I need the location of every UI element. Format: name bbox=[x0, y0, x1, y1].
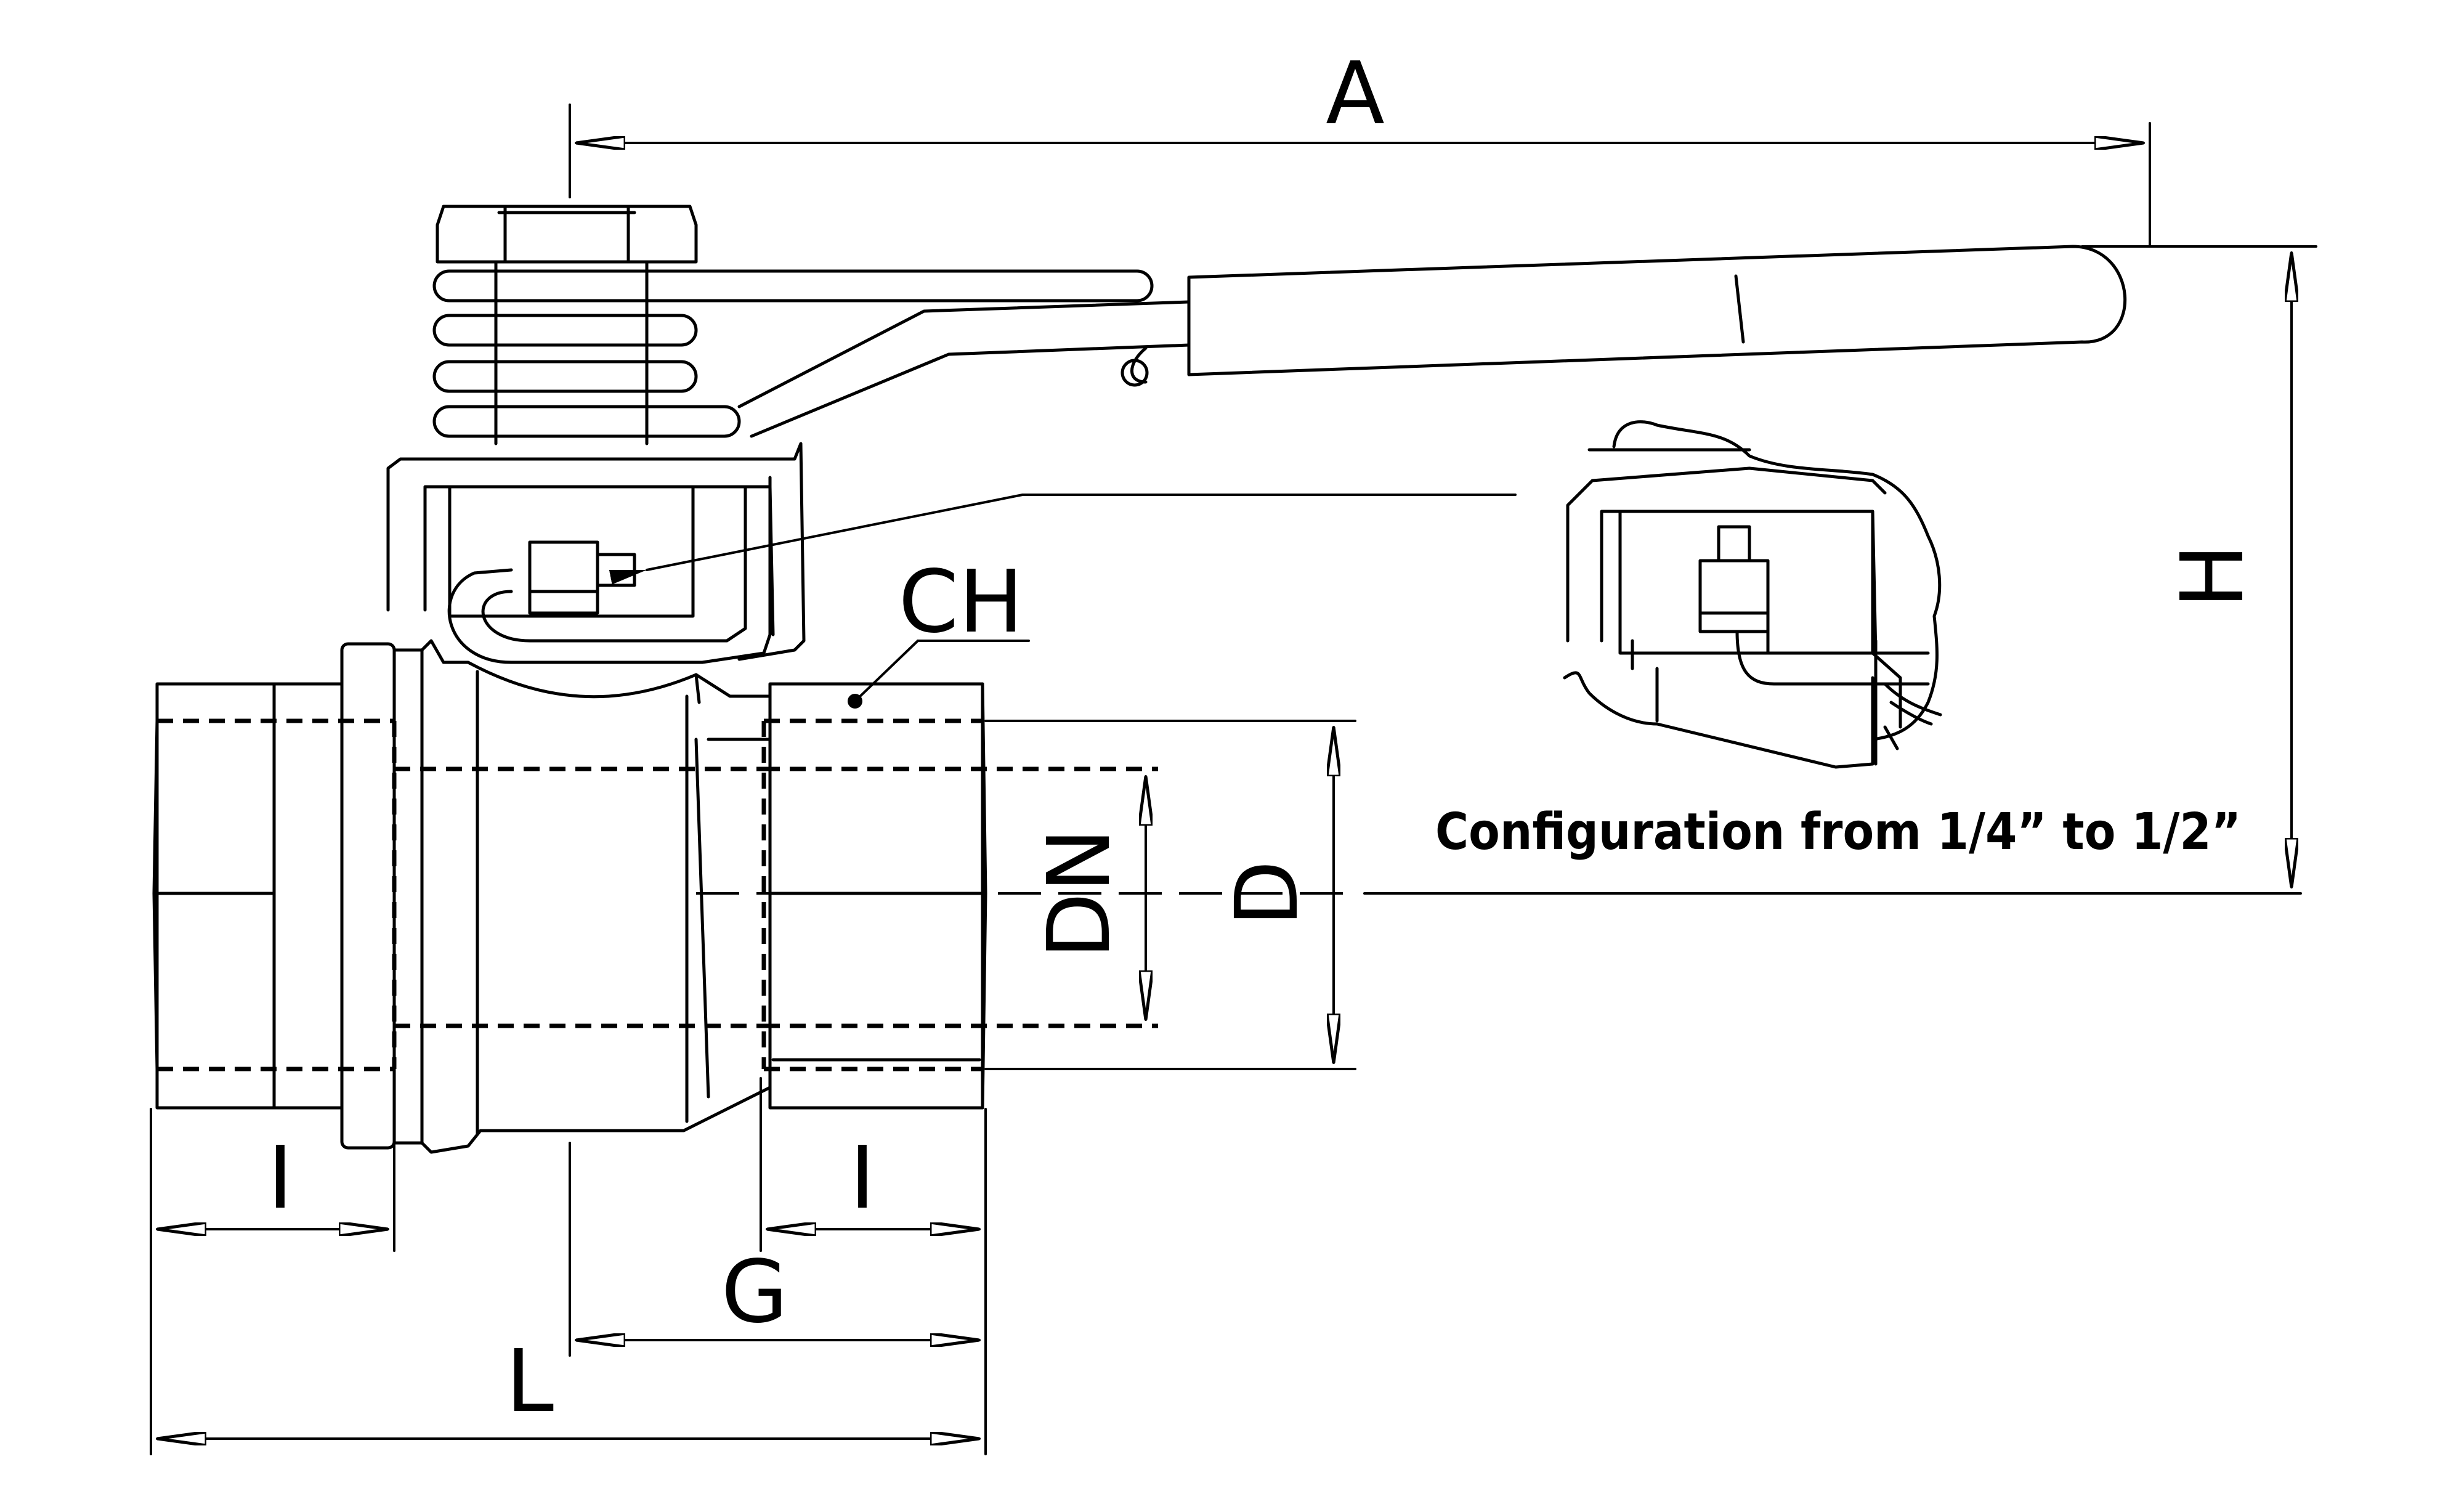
dimension-L: L bbox=[156, 1331, 981, 1439]
dim-label-H: H bbox=[2163, 543, 2263, 608]
dimension-A: A bbox=[569, 44, 2151, 248]
valve-body bbox=[152, 639, 987, 1154]
dim-label-I-right: I bbox=[849, 1128, 875, 1229]
dimension-CH: CH bbox=[854, 552, 1030, 702]
dim-label-A: A bbox=[1326, 44, 1385, 144]
dimension-I-left: I bbox=[150, 1077, 395, 1455]
configuration-note: Configuration from 1/4” to 1/2” bbox=[1435, 803, 2241, 861]
dimension-DN: DN bbox=[1029, 775, 1146, 1021]
dim-label-G: G bbox=[721, 1242, 788, 1343]
dimension-I-right: I bbox=[760, 1077, 987, 1455]
dim-label-DN: DN bbox=[1029, 828, 1130, 959]
dim-label-CH: CH bbox=[898, 552, 1023, 652]
dim-label-L: L bbox=[506, 1331, 554, 1432]
hidden-lines bbox=[157, 718, 1158, 1071]
dim-label-D: D bbox=[1217, 860, 1318, 927]
dimension-G: G bbox=[569, 1142, 981, 1357]
dim-label-I-left: I bbox=[267, 1128, 293, 1229]
dimension-D: D bbox=[984, 720, 1356, 1070]
detail-view-small-sizes bbox=[1563, 420, 1942, 769]
dimension-H: H bbox=[2081, 245, 2317, 888]
stem-assembly bbox=[386, 205, 2127, 664]
